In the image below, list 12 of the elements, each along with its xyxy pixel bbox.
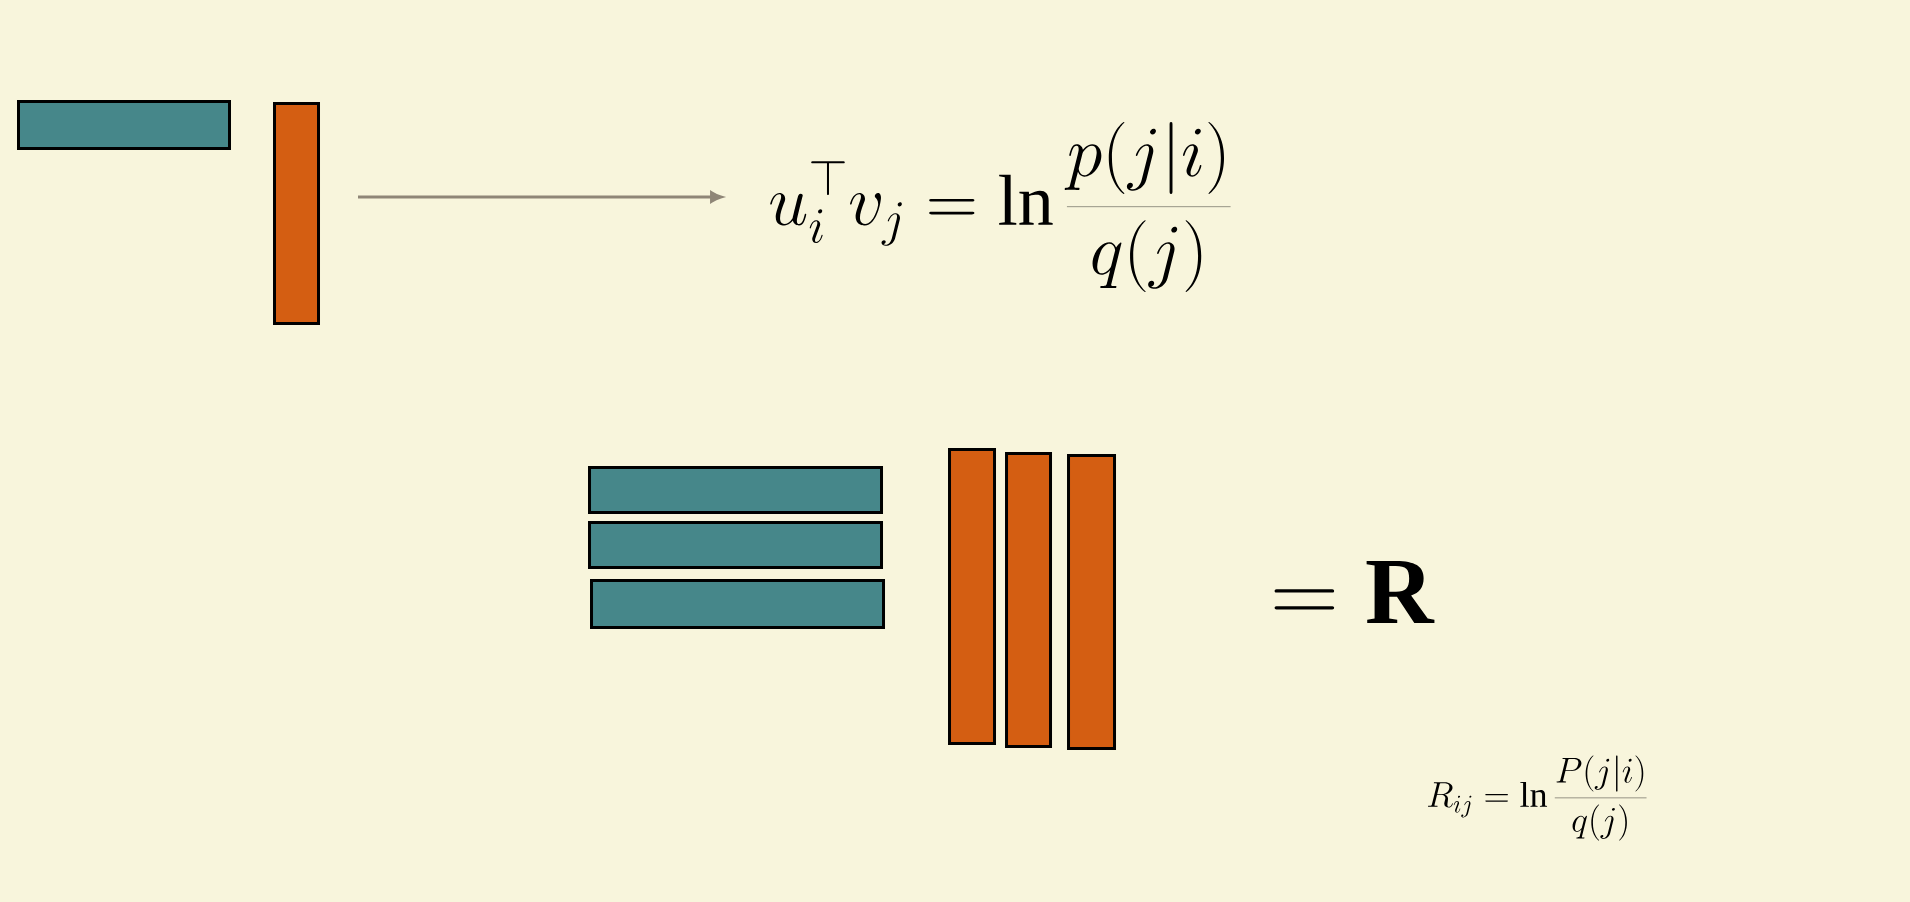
vector-bar [590,579,885,629]
vector-bar [1067,454,1116,750]
formula: $= \mathbf{R}$ [1274,560,1435,624]
vector-bar [588,466,883,514]
vector-bar [273,102,320,325]
vector-bar [1005,452,1052,748]
vector-bar [17,100,231,150]
vector-bar [948,448,996,745]
formula: $u_i^\top v_j = \ln \frac{p(j|i)}{q(j)}$ [770,121,1231,293]
vector-bar [588,521,883,569]
formula: $R_{ij} = \ln \frac{P(j|i)}{q(j)}$ [1428,755,1647,841]
arrow [358,191,723,203]
